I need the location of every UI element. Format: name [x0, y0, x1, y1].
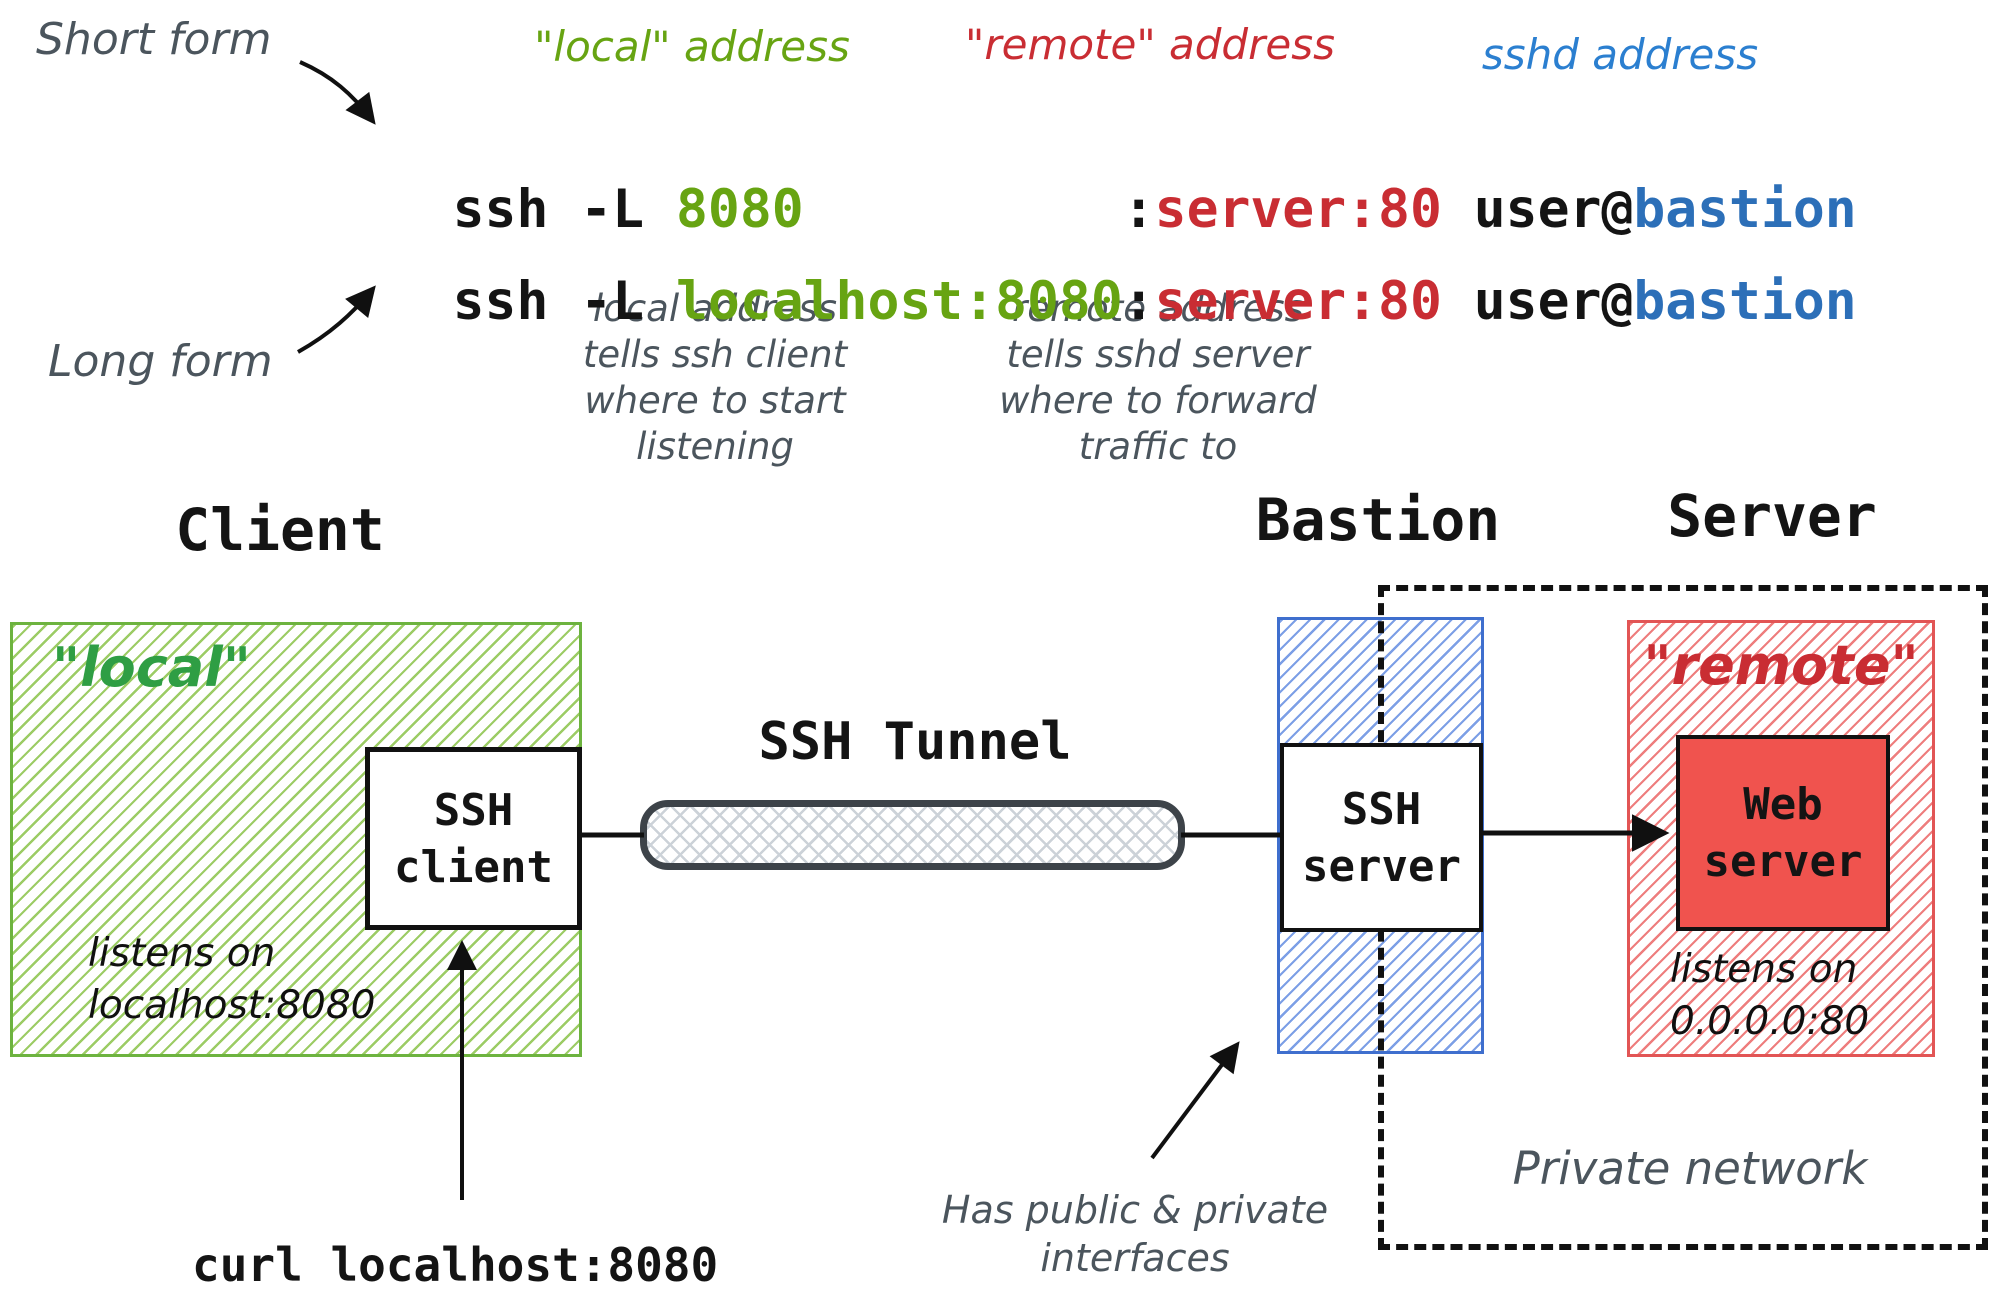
cmd1-remote-address: server:80	[1154, 179, 1442, 240]
bastion-note-line-2: interfaces	[1040, 1236, 1230, 1280]
local-note-line-4: listening	[636, 425, 794, 468]
long-form-label: Long form	[48, 336, 273, 387]
local-address-note: local address tells ssh client where to …	[515, 286, 915, 470]
server-listens-line-1: listens on	[1670, 947, 1858, 992]
short-form-label: Short form	[36, 14, 272, 65]
server-title: Server	[1667, 482, 1877, 550]
cmd1-ssh-flag: ssh -L	[452, 179, 677, 240]
remote-note-line-4: traffic to	[1078, 425, 1238, 468]
cmd1-local-address: 8080	[676, 179, 804, 240]
remote-zone-label: "remote"	[1643, 634, 1919, 697]
remote-note-line-1: remote address	[1012, 287, 1304, 330]
cmd2-ssh-flag: ssh -L	[452, 271, 677, 332]
server-listens-note: listens on 0.0.0.0:80	[1670, 944, 1869, 1048]
cmd1-sshd-host: bastion	[1633, 179, 1857, 240]
ssh-server-box: SSH server	[1280, 743, 1483, 932]
ssh-tunnel-title: SSH Tunnel	[758, 712, 1072, 772]
remote-note-line-2: tells sshd server	[1006, 333, 1310, 376]
web-server-box: Web server	[1676, 735, 1890, 931]
local-note-line-1: local address	[592, 287, 838, 330]
command-short-form: ssh -L 8080 :server:80 user@bastion	[325, 120, 1857, 300]
local-address-label-text: "local" address	[534, 22, 850, 71]
curl-command-text: curl localhost:8080	[192, 1238, 719, 1292]
bastion-note-line-1: Has public & private	[941, 1188, 1329, 1232]
client-listens-note: listens on localhost:8080	[88, 928, 375, 1032]
cmd1-colon: :	[1122, 179, 1155, 240]
remote-address-note: remote address tells sshd server where t…	[958, 286, 1358, 470]
client-listens-line-2: localhost:8080	[88, 983, 376, 1028]
cmd2-local-address: localhost:8080	[676, 271, 1123, 332]
ssh-client-label-line-1: SSH	[433, 784, 514, 836]
ssh-server-label-line-2: server	[1302, 840, 1461, 892]
cmd1-user: user@	[1441, 179, 1634, 240]
private-network-label: Private network	[1512, 1142, 1868, 1195]
sshd-address-label: sshd address	[1481, 30, 1759, 79]
remote-address-label: "remote" address	[965, 20, 1335, 69]
short-form-arrow	[299, 60, 376, 125]
ssh-server-label-line-1: SSH	[1341, 783, 1422, 835]
local-note-line-2: tells ssh client	[582, 333, 848, 376]
bastion-title: Bastion	[1255, 486, 1501, 554]
bastion-interfaces-note: Has public & private interfaces	[935, 1186, 1335, 1282]
server-listens-line-2: 0.0.0.0:80	[1670, 999, 1870, 1044]
cmd2-remote-address: server:80	[1154, 271, 1442, 332]
ssh-client-box: SSH client	[365, 747, 582, 930]
interfaces-note-arrow	[1150, 1041, 1240, 1160]
command-long-form: ssh -L localhost:8080:server:80 user@bas…	[325, 212, 1857, 392]
client-title: Client	[175, 496, 385, 564]
remote-note-line-3: where to forward	[999, 379, 1317, 422]
cmd2-sshd-host: bastion	[1633, 271, 1857, 332]
cmd2-colon: :	[1122, 271, 1155, 332]
web-server-label-line-1: Web	[1743, 779, 1823, 830]
local-zone-label: "local"	[52, 636, 251, 699]
ssh-client-label-line-2: client	[394, 841, 553, 893]
client-listens-line-1: listens on	[88, 931, 276, 976]
ssh-tunnel-pipe	[640, 800, 1185, 870]
cmd2-user: user@	[1441, 271, 1634, 332]
local-note-line-3: where to start	[584, 379, 846, 422]
web-server-label-line-2: server	[1703, 836, 1863, 887]
